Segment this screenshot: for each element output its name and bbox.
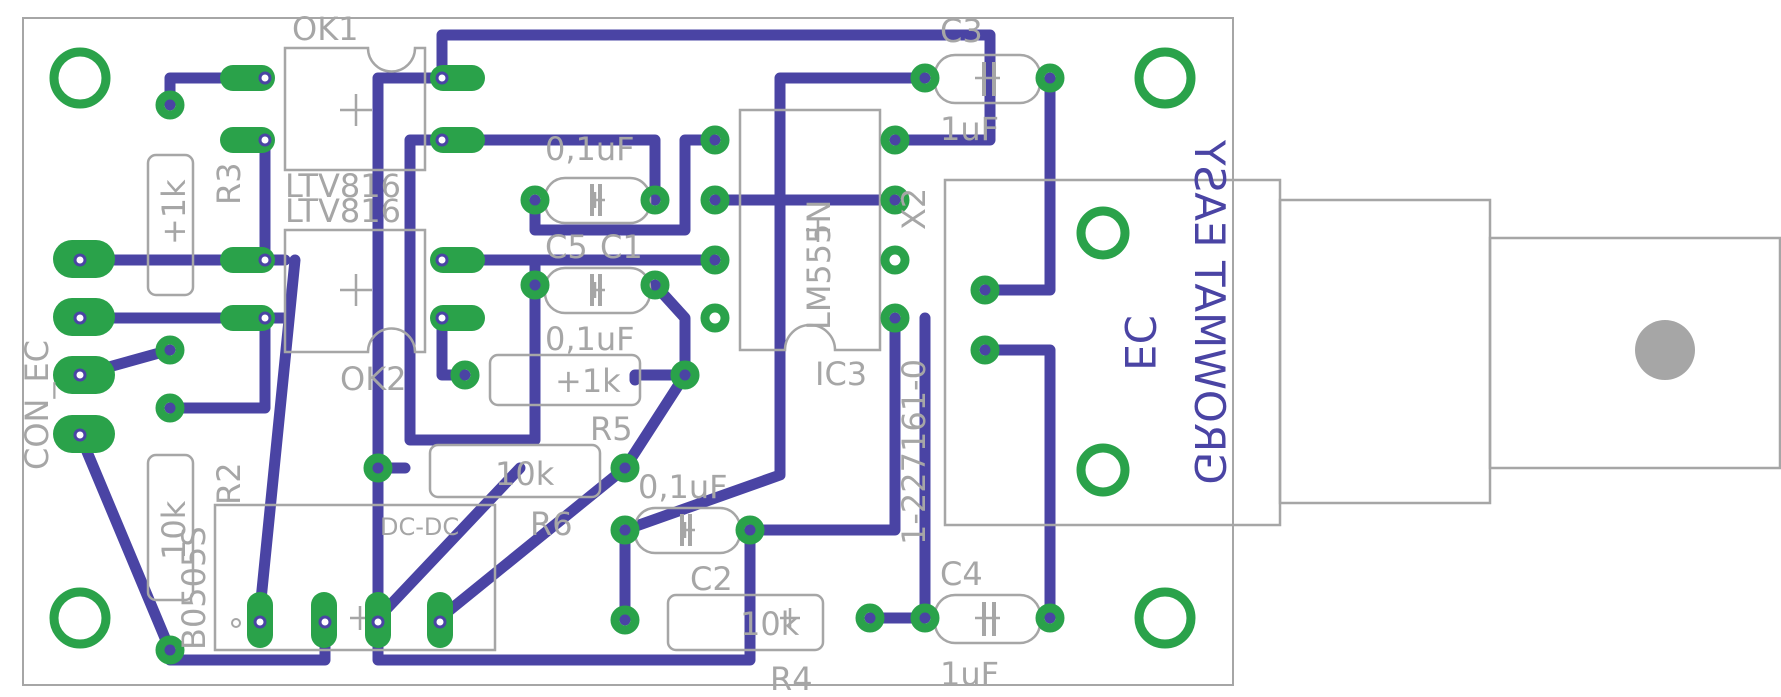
trace — [619, 369, 691, 474]
trace — [372, 462, 526, 624]
r2-value: 10k — [155, 500, 193, 560]
trace — [529, 134, 721, 236]
ic3-label: IC3 — [815, 355, 867, 393]
trace — [254, 254, 301, 616]
r6-value: 10k — [495, 455, 555, 493]
ok2-outline — [283, 228, 427, 354]
trace — [436, 29, 996, 146]
r5-body — [488, 353, 642, 407]
mirror-ec-label: EC — [1115, 315, 1164, 371]
c5-value: 0,1uF — [545, 130, 635, 168]
trace — [864, 312, 931, 624]
x2-neck — [1278, 198, 1492, 505]
trace — [744, 312, 901, 536]
ok1-label: OK1 — [292, 10, 359, 48]
ok1-part: LTV816 — [285, 167, 401, 205]
r4-body — [666, 593, 825, 652]
mirror-growmat-label: GROWMAT EASY — [1185, 140, 1234, 485]
trace — [164, 312, 271, 414]
x2-part: 1-227161-0 — [895, 359, 933, 545]
ic3-outline — [738, 108, 882, 352]
r5-value: +1k — [555, 362, 621, 400]
r4-value: 10k — [740, 605, 800, 643]
c4-value: 1uF — [940, 655, 999, 693]
trace — [619, 72, 931, 536]
mounting-hole — [1134, 587, 1196, 649]
c3-label: C3 — [940, 12, 983, 50]
trace — [434, 462, 631, 624]
ok1-outline — [283, 46, 427, 172]
c2-value: 0,1uF — [638, 468, 728, 506]
pad-holes — [73, 71, 449, 629]
trace — [372, 72, 448, 624]
c5-label: C5 — [545, 228, 588, 266]
c2-label: C2 — [690, 560, 733, 598]
con-label: CON_EC — [18, 340, 56, 470]
ic3-part: LM555N — [800, 200, 838, 330]
r6-label: R6 — [530, 505, 573, 543]
dcdc-part: B0505S — [175, 526, 213, 650]
trace — [979, 344, 1056, 624]
mounting-hole — [1134, 47, 1196, 109]
ok2-label: OK2 — [340, 360, 407, 398]
mirror-labels: GROWMAT EASY EC — [1115, 140, 1234, 485]
trace — [649, 279, 691, 381]
pads — [49, 47, 1196, 665]
trace — [979, 72, 1056, 296]
r6-body — [428, 443, 602, 499]
r3-body — [146, 153, 195, 297]
c1-label: C1 — [600, 228, 643, 266]
trace — [74, 429, 176, 656]
x2-label: X2 — [895, 188, 933, 230]
mounting-hole — [49, 587, 111, 649]
r4-label: R4 — [770, 660, 813, 697]
dcdc-pin1-dot — [231, 618, 241, 628]
ok2-part: LTV816 — [285, 192, 401, 230]
r2-body — [146, 453, 195, 602]
r3-value: +1k — [155, 179, 193, 245]
trace — [629, 369, 691, 386]
silk-labels: OK1 LTV816 LTV816 OK2 R3 +1k R2 10k +1k … — [18, 10, 999, 697]
dcdc-outline — [213, 503, 497, 652]
mounting-hole — [49, 47, 111, 109]
r5-label: R5 — [590, 410, 633, 448]
dcdc-label: DC-DC — [380, 513, 459, 541]
c3-value: 1uF — [940, 110, 999, 148]
trace — [404, 134, 541, 446]
x2-center-pin — [1635, 320, 1695, 380]
board-outline — [22, 17, 1234, 686]
r2-label: R2 — [210, 462, 248, 505]
c4-label: C4 — [940, 555, 983, 593]
cap-symbols — [590, 62, 996, 636]
trace — [436, 134, 661, 206]
r3-label: R3 — [210, 162, 248, 205]
c1-value: 0,1uF — [545, 320, 635, 358]
x2-barrel — [1488, 236, 1781, 470]
